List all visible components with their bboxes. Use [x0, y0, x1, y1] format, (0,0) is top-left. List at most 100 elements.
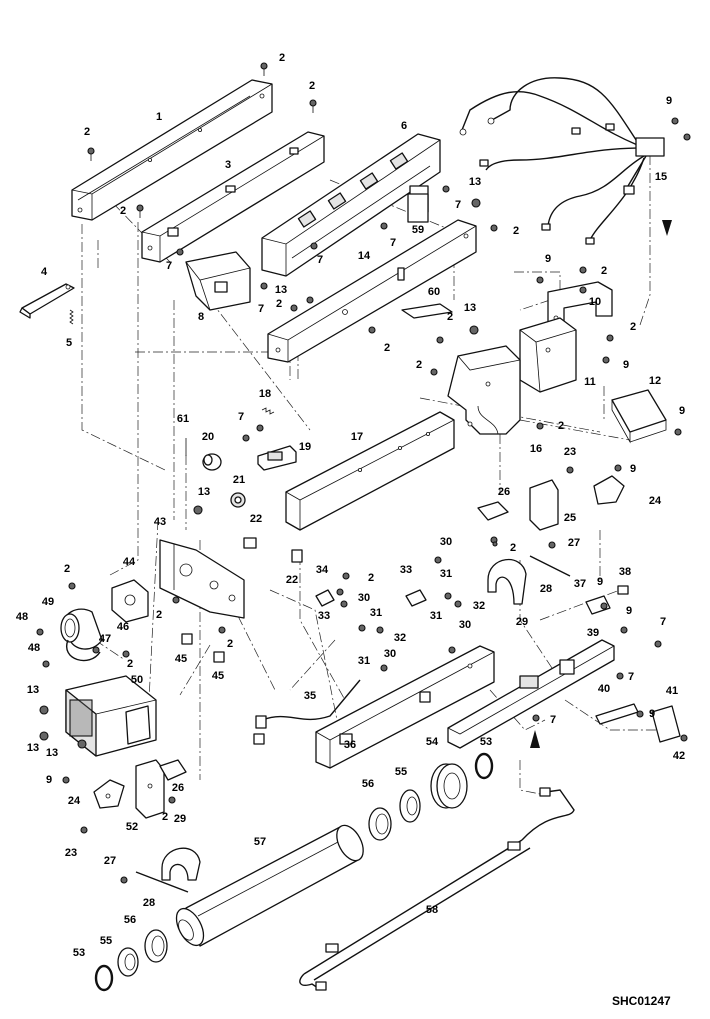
- part-roller-20: [202, 453, 222, 471]
- callout-label: 29: [516, 616, 528, 628]
- callout-label: 2: [513, 225, 519, 237]
- callout-label: 31: [430, 610, 442, 622]
- part-rail-3: [141, 131, 325, 263]
- callout-label: 2: [368, 572, 374, 584]
- screws: [36, 62, 691, 884]
- callout-label: 31: [440, 568, 452, 580]
- part-24-right: [593, 475, 625, 505]
- callout-label: 36: [344, 739, 356, 751]
- callout-label: 2: [127, 658, 133, 670]
- part-37-38: [585, 585, 629, 615]
- callout-label: 2: [227, 638, 233, 650]
- callout-label: 7: [628, 671, 634, 683]
- callout-label: 1: [156, 111, 162, 123]
- callout-label: 13: [464, 302, 476, 314]
- part-side-plate-43: [159, 539, 245, 619]
- callout-label: 46: [117, 621, 129, 633]
- part-spring-18: [261, 407, 275, 415]
- callout-label: 49: [42, 596, 54, 608]
- callout-label: 13: [198, 486, 210, 498]
- callout-label: 2: [558, 420, 564, 432]
- part-holder-29-right: [487, 558, 527, 605]
- callout-label: 9: [623, 359, 629, 371]
- callout-label: 29: [174, 813, 186, 825]
- callout-label: 27: [104, 855, 116, 867]
- part-ring-56-upper: [368, 807, 392, 841]
- callout-label: 9: [626, 605, 632, 617]
- callout-label: 2: [156, 609, 162, 621]
- callout-label: 7: [660, 616, 666, 628]
- callout-label: 44: [123, 556, 136, 568]
- part-ring-53-upper: [474, 752, 494, 780]
- part-harness-15: [459, 77, 665, 245]
- callout-label: 30: [358, 592, 370, 604]
- callout-label: 23: [564, 446, 576, 458]
- callout-label: 32: [394, 632, 406, 644]
- part-bracket-17: [285, 411, 455, 531]
- figure-code: SHC01247: [612, 994, 671, 1008]
- callout-label: 55: [100, 935, 112, 947]
- part-bracket-52: [135, 759, 165, 819]
- part-wire-28-left: [135, 871, 189, 893]
- callout-label: 52: [126, 821, 138, 833]
- callout-label: 30: [459, 619, 471, 631]
- callout-label: 32: [473, 600, 485, 612]
- callout-label: 35: [304, 690, 316, 702]
- part-25: [529, 479, 559, 531]
- callout-label: 34: [316, 564, 329, 576]
- callout-label: 45: [212, 670, 224, 682]
- callout-label: 30: [440, 536, 452, 548]
- callout-label: 17: [351, 431, 363, 443]
- callout-label: 7: [390, 237, 396, 249]
- callout-label: 2: [416, 359, 422, 371]
- callout-label: 24: [649, 495, 662, 507]
- callout-label: 5: [66, 337, 72, 349]
- callout-label: 31: [358, 655, 370, 667]
- part-ring-54: [430, 763, 468, 809]
- callout-label: 39: [587, 627, 599, 639]
- callout-label: 7: [238, 411, 244, 423]
- callout-label: 10: [589, 296, 601, 308]
- part-clip-22b: [291, 549, 303, 563]
- part-lamp-58: [299, 787, 575, 991]
- callout-label: 2: [601, 265, 607, 277]
- callout-label: 55: [395, 766, 407, 778]
- callout-label: 20: [202, 431, 214, 443]
- part-45a: [181, 633, 193, 645]
- callout-label: 47: [99, 633, 111, 645]
- callout-label: 22: [286, 574, 298, 586]
- callout-label: 14: [358, 250, 371, 262]
- callout-label: 12: [649, 375, 661, 387]
- part-clip-22a: [243, 537, 257, 549]
- callout-label: 9: [545, 253, 551, 265]
- callout-label: 42: [673, 750, 685, 762]
- callout-label: 9: [679, 405, 685, 417]
- callout-label: 58: [426, 904, 438, 916]
- part-fan-50: [65, 675, 157, 757]
- part-rail-14: [267, 219, 477, 363]
- part-wire-28-right: [529, 555, 571, 577]
- callout-label: 45: [175, 653, 187, 665]
- callout-label: 40: [598, 683, 610, 695]
- callout-label: 9: [46, 774, 52, 786]
- callout-label: 11: [584, 376, 596, 388]
- callout-label: 33: [318, 610, 330, 622]
- part-bracket-8: [185, 251, 251, 311]
- part-ring-55-upper: [399, 789, 421, 823]
- arrow-marker-lower: [530, 730, 540, 748]
- callout-label: 13: [275, 284, 287, 296]
- callout-label: 13: [27, 742, 39, 754]
- callout-label: 30: [384, 648, 396, 660]
- part-41: [651, 705, 681, 743]
- part-26-right: [477, 501, 509, 521]
- callout-label: 41: [666, 685, 678, 697]
- callout-label: 7: [258, 303, 264, 315]
- callout-label: 13: [46, 747, 58, 759]
- callout-label: 16: [530, 443, 542, 455]
- callout-label: 4: [41, 266, 48, 278]
- callout-label: 61: [177, 413, 189, 425]
- callout-label: 15: [655, 171, 667, 183]
- callout-label: 48: [16, 611, 28, 623]
